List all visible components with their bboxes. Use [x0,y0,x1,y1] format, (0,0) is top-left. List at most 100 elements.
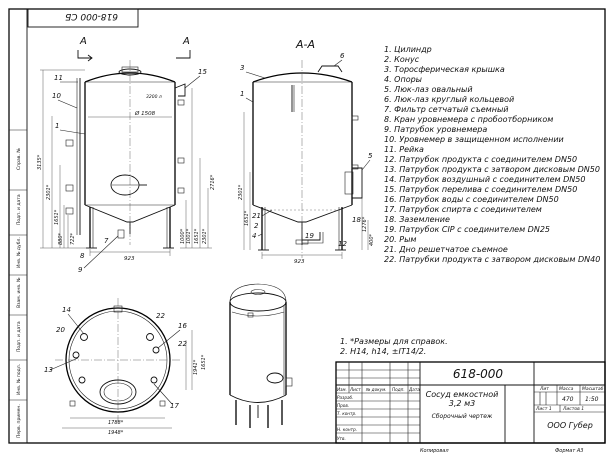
section-dim-1651: 1651* [244,210,250,226]
top-view: 1788* 1948* 1941* 1651* 14 20 13 22 16 2… [44,298,207,436]
diameter-label: Ø 1508 [134,110,156,117]
part-item: 4. Опоры [384,75,422,84]
dim-total-height: 3135* [37,154,43,170]
part-item: 19. Патрубок CIP с соединителем DN25 [384,225,550,234]
volume-label: 3200 л [146,94,162,100]
dim-1001: 1001* [186,228,192,244]
callout-10: 10 [52,92,61,100]
part-item: 11. Рейка [384,145,424,154]
tb-role-utv: Утв. [337,436,346,441]
top-callout-20: 20 [56,326,65,334]
tb-col-date: Дата [408,387,420,392]
tb-col-izm: Изм. [337,387,347,392]
side-strip-label: Инв. № дубл. [16,237,22,268]
dim-1651r: 1651* [194,228,200,244]
tb-sheets: Листов 1 [562,406,584,412]
top-dim-1941: 1941* [193,359,199,375]
top-dim-1788: 1788* [108,420,124,426]
section-width-dim: 923 [294,259,305,265]
part-item: 22. Патрубки продукта с затвором дисковы… [384,255,600,264]
top-callout-16: 16 [178,322,187,330]
tb-company: ООО Губер [547,421,593,430]
tb-scale: 1:50 [585,396,599,403]
tb-col-scale: Масштаб [582,386,604,392]
dim-722: 722* [70,232,76,245]
side-strip-label: Инв. № подл. [16,364,22,395]
callout-1: 1 [55,122,59,130]
top-callout-22a: 22 [156,312,165,320]
part-item: 18. Заземление [384,215,450,224]
part-item: 10. Уровнемер в защищенном исполнении [384,135,564,144]
copy-label: Копировал [420,448,449,454]
section-callout-2: 2 [254,222,259,230]
tb-sheet: Лист 1 [535,406,552,412]
top-dim-1948: 1948* [108,430,124,436]
callout-15: 15 [198,68,207,76]
title-block: Изм. Лист № докум. Подп. Дата Разраб. Пр… [335,361,606,444]
tb-col-sign: Подп. [392,387,405,392]
parts-list: 1. Цилиндр 2. Конус 3. Торосферическая к… [384,45,600,264]
section-callout-12: 12 [338,240,347,248]
dim-1651: 1651* [54,209,60,225]
side-strip-labels: Справ. № Подп. и дата Инв. № дубл. Взам.… [9,129,27,438]
part-item: 14. Патрубок воздушный с соединителем DN… [384,175,585,184]
note-1: 1. *Размеры для справок. [340,337,448,346]
dim-1000: 1000* [180,228,186,244]
section-marker-right: A [182,36,190,47]
section-marker-left: A [79,36,87,47]
side-strip-label: Подп. и дата [16,194,22,225]
top-dim-1651: 1651* [201,354,207,370]
top-callout-22b: 22 [178,340,187,348]
section-callout-3: 3 [240,64,244,72]
part-item: 8. Кран уровнемера с пробоотборником [384,115,553,124]
part-item: 16. Патрубок воды с соединителем DN50 [384,195,559,204]
section-view: А-А 923 [238,38,375,265]
front-view: A A 3200 л Ø 1508 [37,36,216,274]
top-callout-17: 17 [170,402,179,410]
part-item: 5. Люк-лаз овальный [384,85,473,94]
top-stamp-box [27,8,139,28]
tb-col-list: Лист [349,387,361,392]
side-strip-label: Подп. и дата [16,321,22,352]
callout-8: 8 [80,252,85,260]
tb-role-prov: Пров. [337,403,349,408]
part-item: 7. Фильтр сетчатый съемный [384,105,508,114]
side-strip-label: Справ. № [16,148,22,170]
part-item: 17. Патрубок спирта с соединителем [384,205,542,214]
dim-2301r: 2301* [202,228,208,244]
section-callout-4: 4 [252,232,256,240]
note-2: 2. H14, h14, ±IT14/2. [340,347,426,356]
part-item: 13. Патрубок продукта с затвором дисковы… [384,165,600,174]
tb-role-tkontr: Т. контр. [337,411,356,416]
section-callout-18: 18 [352,216,361,224]
section-callout-19: 19 [305,232,314,240]
top-callout-14: 14 [62,306,71,314]
section-dim-400: 400* [369,233,375,246]
tb-name-1: Сосуд емкостной [426,390,499,399]
part-item: 6. Люк-лаз круглый кольцевой [384,95,514,104]
part-item: 21. Дно решетчатое съемное [384,245,508,254]
tb-role-razrab: Разраб. [337,395,353,400]
width-dim: 923 [124,256,135,262]
callout-9: 9 [78,266,83,274]
top-callout-13: 13 [44,366,53,374]
section-dim-2301: 2301* [238,184,244,200]
tb-col-doc: № докум. [365,387,387,392]
dim-2716: 2716* [210,174,216,190]
section-title: А-А [295,38,315,51]
part-item: 2. Конус [384,55,420,64]
part-item: 1. Цилиндр [384,45,432,54]
callout-11: 11 [54,74,63,82]
dim-2301: 2301* [46,184,52,200]
part-item: 20. Рым [384,235,416,244]
tb-name-3: Сборочный чертеж [432,413,493,420]
tb-mass: 470 [562,396,574,403]
left-strip [8,8,28,444]
format-label: Формат A3 [555,448,583,454]
section-callout-1: 1 [240,90,244,98]
part-item: 9. Патрубок уровнемера [384,125,487,134]
section-callout-21: 21 [252,212,261,220]
isometric-view [229,283,293,428]
side-strip-label: Перв. примен. [16,404,22,438]
